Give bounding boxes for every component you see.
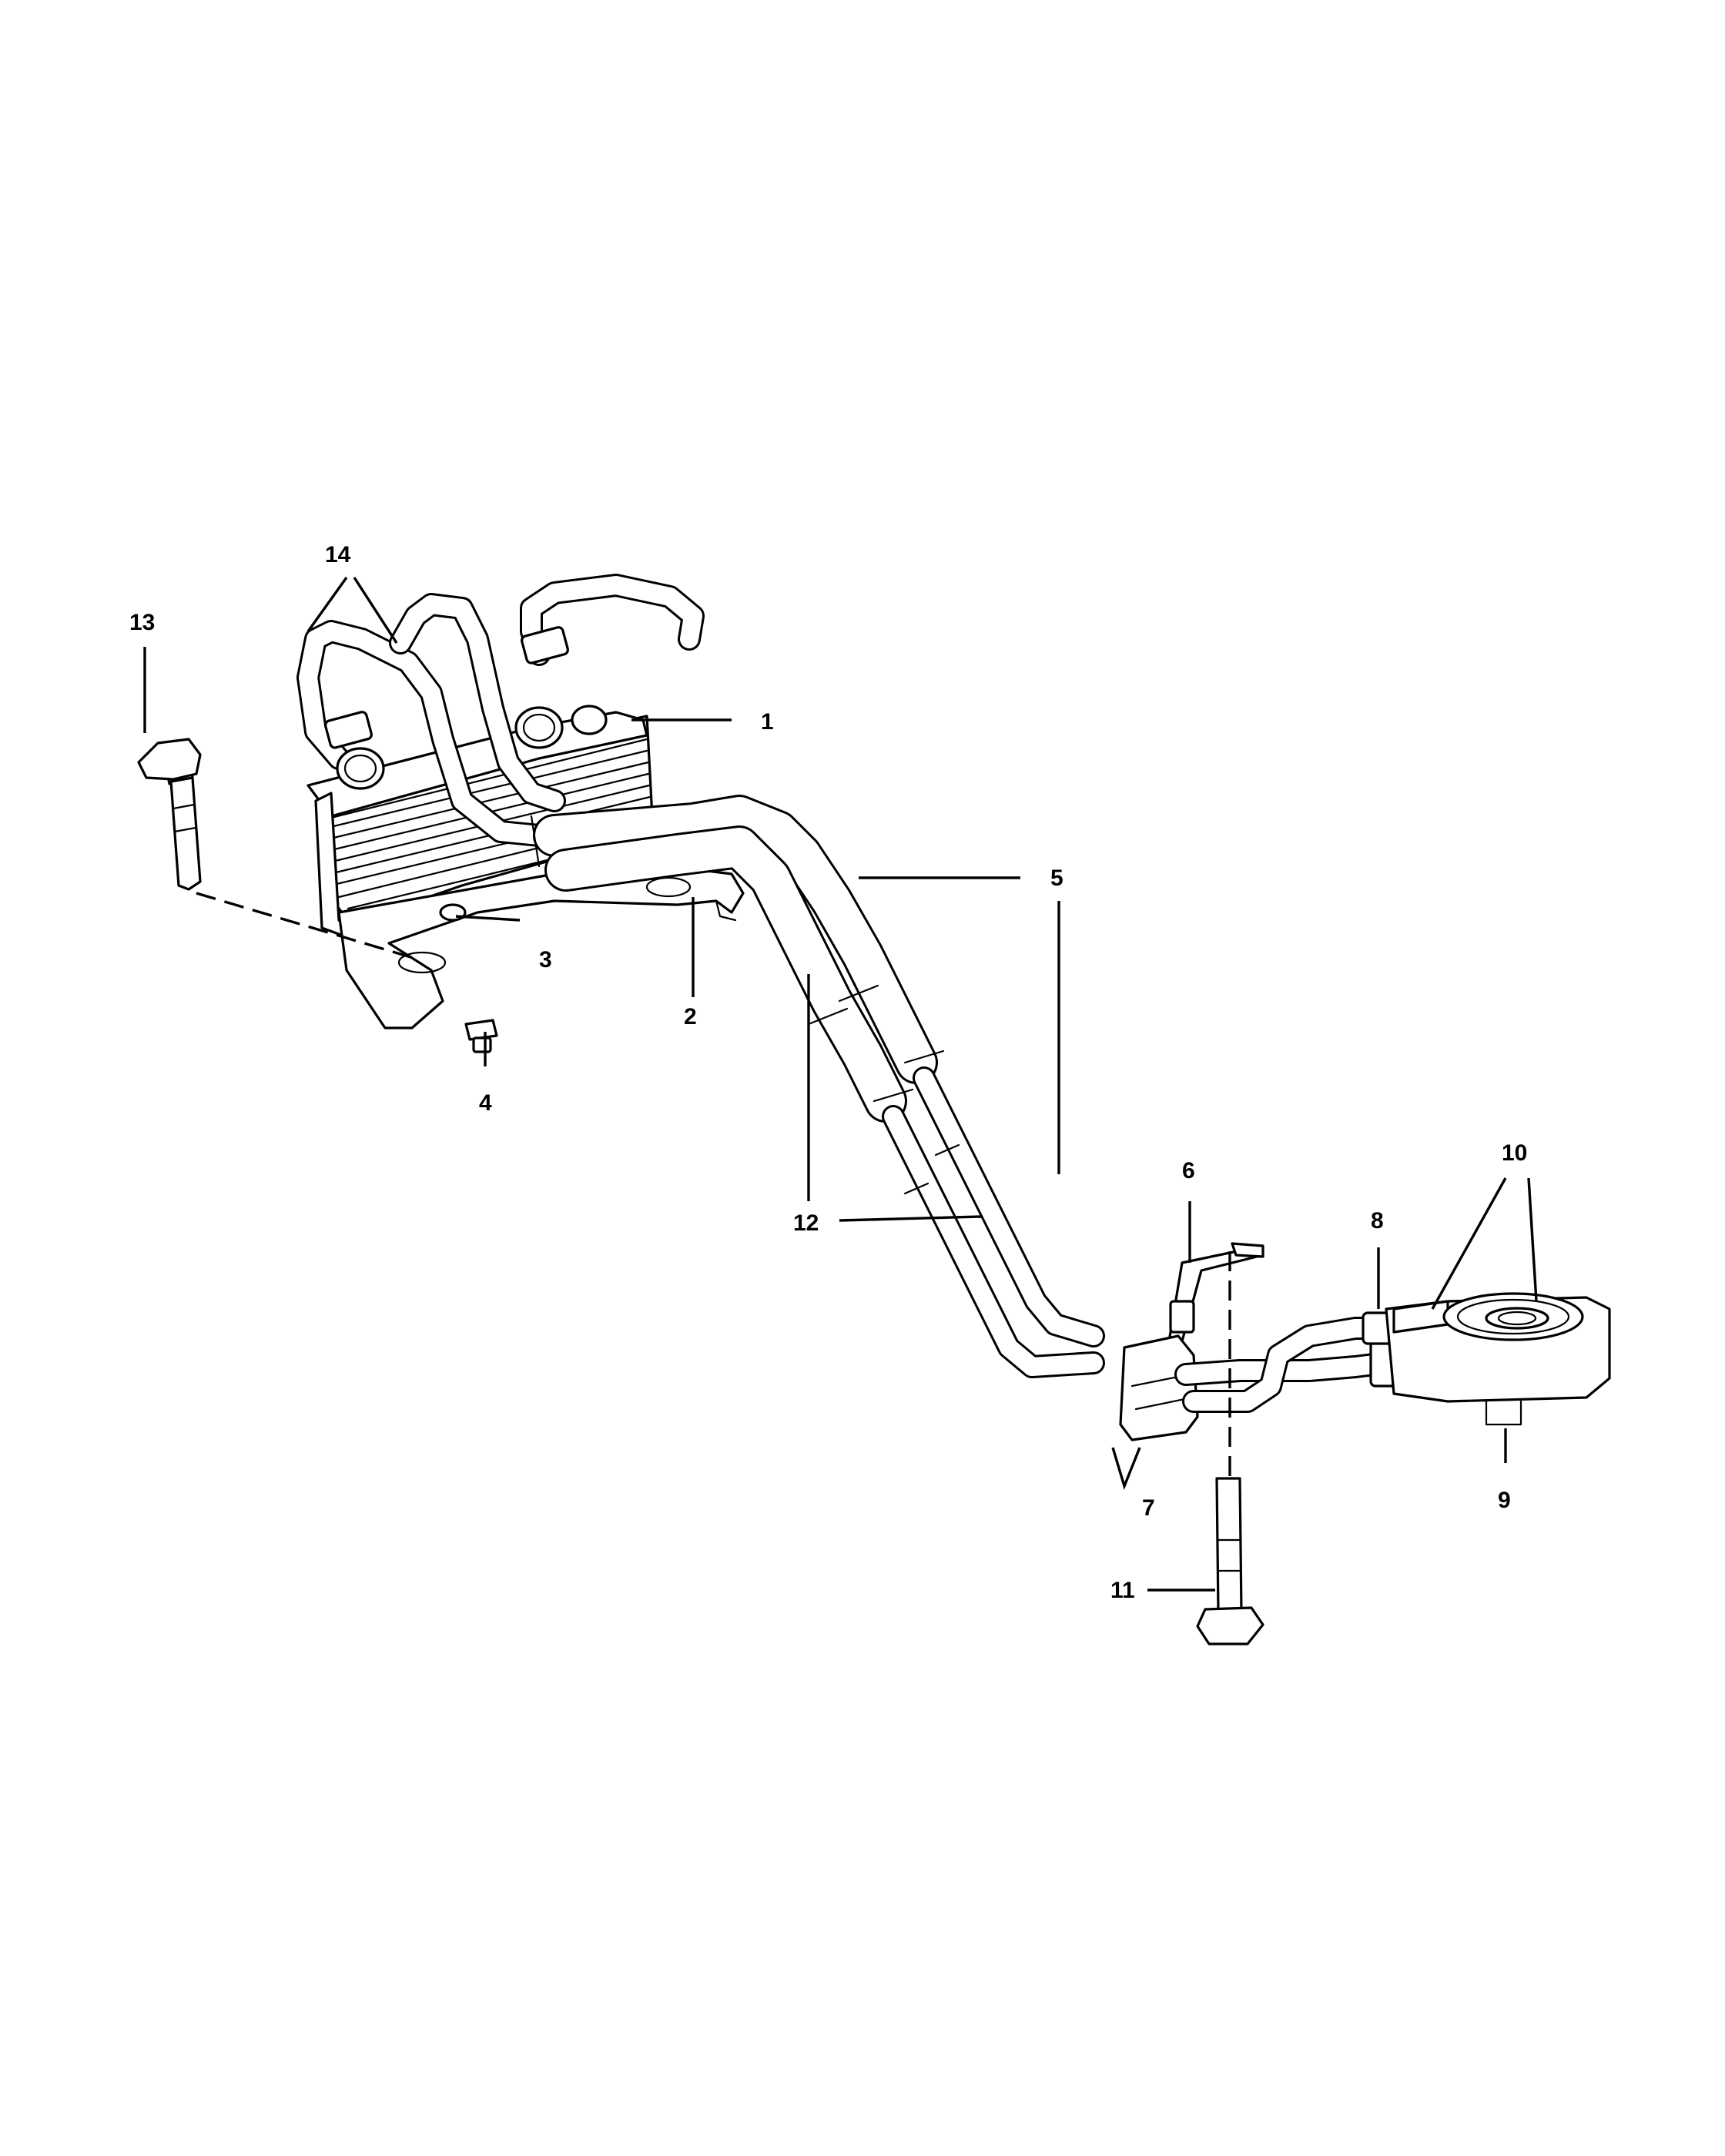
callout-14: 14 bbox=[325, 542, 351, 567]
filter-adapter bbox=[1385, 1292, 1611, 1426]
callout-3: 3 bbox=[539, 947, 552, 973]
callout-11: 11 bbox=[1110, 1578, 1135, 1603]
bolt-13 bbox=[137, 738, 202, 891]
callout-10: 10 bbox=[1502, 1140, 1527, 1166]
callout-6: 6 bbox=[1182, 1158, 1195, 1183]
bolt-11 bbox=[1196, 1477, 1264, 1645]
callout-4: 4 bbox=[479, 1090, 492, 1116]
callout-labels: 13 14 1 3 4 2 5 12 6 7 8 10 9 11 bbox=[129, 542, 1527, 1603]
callout-2: 2 bbox=[684, 1004, 697, 1029]
callout-12: 12 bbox=[793, 1210, 819, 1236]
callout-1: 1 bbox=[761, 709, 774, 735]
nut-4 bbox=[464, 1019, 498, 1053]
callout-8: 8 bbox=[1371, 1208, 1384, 1234]
callout-5: 5 bbox=[1050, 865, 1063, 891]
cooler-return-tubes bbox=[296, 574, 705, 847]
cooler-hose-assembly bbox=[530, 795, 1105, 1378]
adapter-tubes bbox=[1174, 1311, 1403, 1413]
callout-9: 9 bbox=[1498, 1488, 1511, 1513]
oil-cooler bbox=[306, 711, 655, 937]
callout-7: 7 bbox=[1142, 1495, 1155, 1521]
callout-13: 13 bbox=[129, 610, 155, 635]
leader-lines bbox=[143, 577, 1538, 1592]
